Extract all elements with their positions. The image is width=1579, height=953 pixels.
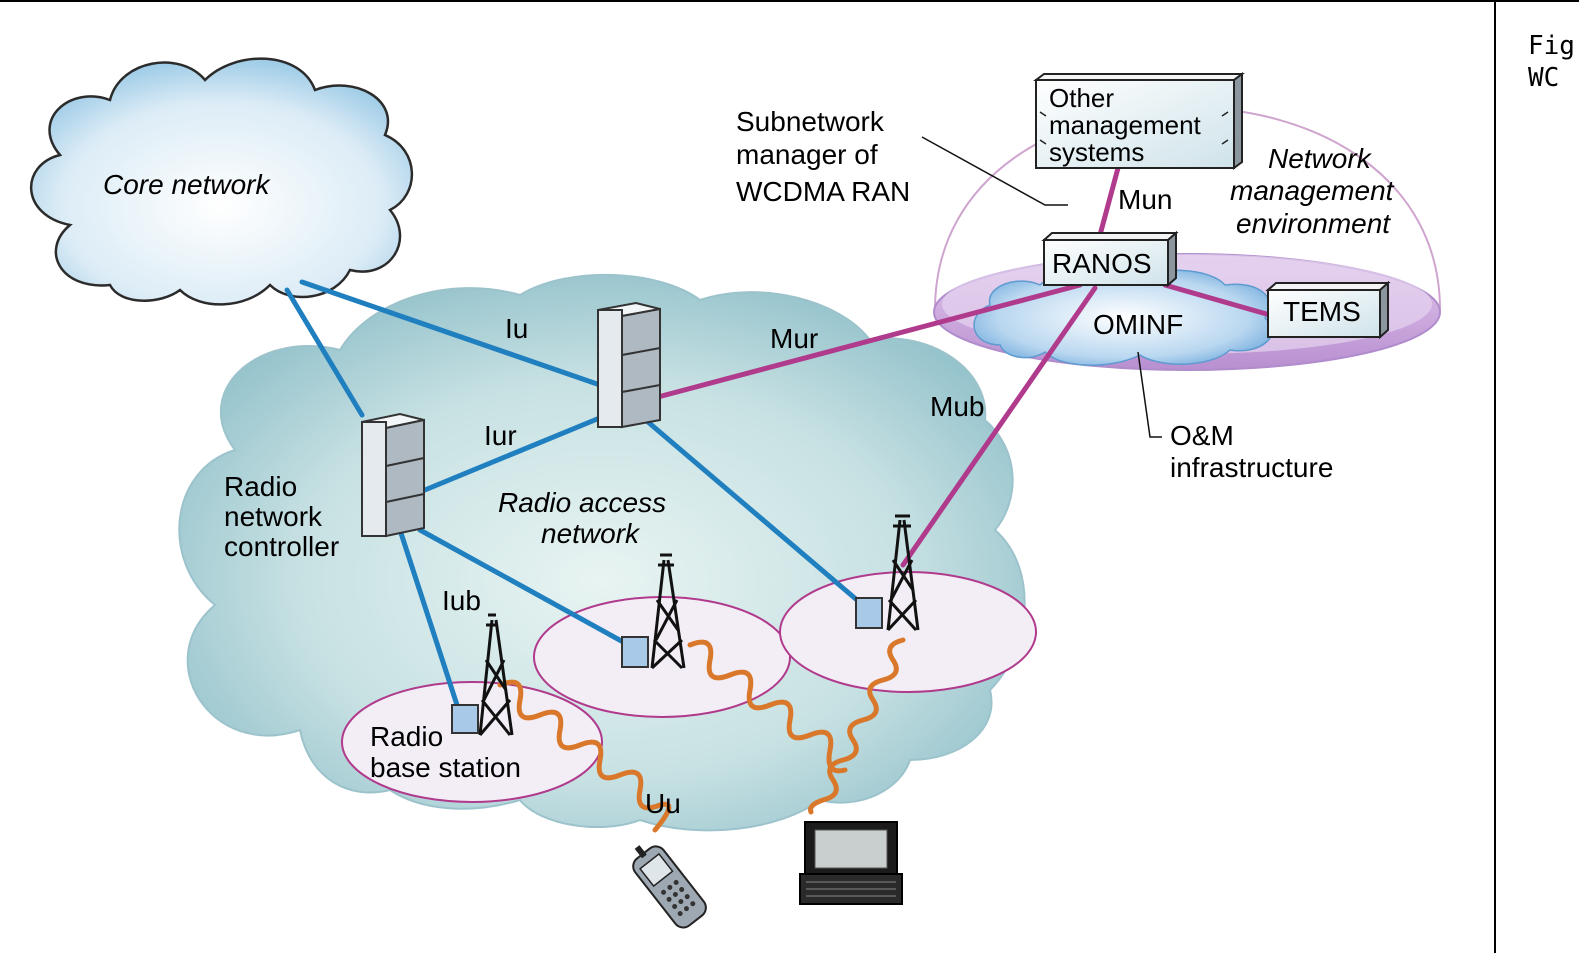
other-management-systems-box bbox=[1033, 72, 1245, 170]
ran-label-line-2: network bbox=[541, 518, 641, 549]
ominf-label: OMINF bbox=[1093, 309, 1183, 340]
iub-link-middle bbox=[417, 527, 628, 646]
other-label-line-2: management bbox=[1049, 110, 1202, 140]
management-links bbox=[655, 165, 1273, 568]
ranos-box bbox=[1041, 230, 1179, 288]
bts-left-icon bbox=[451, 704, 479, 734]
rnc-label-line-2: network bbox=[224, 501, 323, 532]
radio-links bbox=[497, 637, 906, 833]
iu-link-rnc-top bbox=[299, 279, 603, 388]
uu-label: Uu bbox=[645, 788, 681, 819]
ran-label-line-1: Radio access bbox=[498, 487, 666, 518]
ranos-label: RANOS bbox=[1052, 248, 1152, 279]
cell-right bbox=[779, 571, 1037, 693]
laptop-icon bbox=[799, 821, 903, 905]
radio-access-network-cloud bbox=[178, 273, 1026, 832]
iub-label: Iub bbox=[442, 585, 481, 616]
subnetwork-label-line-1: Subnetwork bbox=[736, 106, 885, 137]
rnc-label-line-1: Radio bbox=[224, 471, 297, 502]
om-label-line-2: infrastructure bbox=[1170, 452, 1333, 483]
cell-left bbox=[341, 681, 603, 803]
mub-link bbox=[900, 285, 1098, 568]
iur-link bbox=[417, 414, 605, 495]
core-network-label: Core network bbox=[103, 169, 272, 200]
tower-middle-icon bbox=[650, 553, 686, 670]
caption-line-1: Fig bbox=[1528, 31, 1575, 61]
other-label-line-3: systems bbox=[1049, 137, 1144, 167]
uu-wave-right bbox=[808, 637, 906, 815]
nme-label-line-3: environment bbox=[1236, 208, 1391, 239]
rnc-top-icon bbox=[597, 301, 661, 429]
iub-link-left bbox=[397, 527, 461, 711]
rbs-label-line-2: base station bbox=[370, 752, 521, 783]
iu-link-rnc-left bbox=[284, 287, 365, 418]
figure-caption: Fig WC bbox=[1528, 30, 1579, 94]
caption-line-2: WC bbox=[1528, 63, 1560, 93]
subnetwork-label-line-3: WCDMA RAN bbox=[736, 176, 910, 207]
om-leader bbox=[1137, 351, 1162, 438]
uu-wave-middle bbox=[687, 639, 848, 774]
mub-label: Mub bbox=[930, 391, 984, 422]
rnc-left-icon bbox=[361, 412, 425, 538]
tems-label: TEMS bbox=[1283, 296, 1361, 327]
bts-middle-icon bbox=[621, 636, 649, 668]
subnetwork-label-line-2: manager of bbox=[736, 139, 878, 170]
iub-link-right bbox=[645, 419, 860, 603]
bts-right-icon bbox=[855, 597, 883, 629]
mobile-phone-icon bbox=[632, 845, 707, 929]
rnc-label-line-3: controller bbox=[224, 531, 339, 562]
transport-links bbox=[284, 279, 860, 711]
mur-link bbox=[655, 282, 1083, 400]
mun-link bbox=[1097, 165, 1121, 238]
tower-right-icon bbox=[886, 514, 920, 632]
tower-left-icon bbox=[478, 613, 514, 736]
uu-wave-left bbox=[497, 679, 672, 833]
core-network-cloud bbox=[30, 57, 414, 306]
iu-label: Iu bbox=[505, 313, 528, 344]
mun-label: Mun bbox=[1118, 184, 1172, 215]
tems-box bbox=[1265, 280, 1391, 340]
rbs-label-line-1: Radio bbox=[370, 721, 443, 752]
other-label-line-1: Other bbox=[1049, 83, 1114, 113]
om-label-line-1: O&M bbox=[1170, 420, 1234, 451]
iur-label: Iur bbox=[484, 420, 517, 451]
tems-link bbox=[1162, 282, 1273, 318]
nme-label-line-2: management bbox=[1230, 175, 1395, 206]
mur-label: Mur bbox=[770, 323, 818, 354]
nme-label-line-1: Network bbox=[1268, 143, 1373, 174]
subnetwork-leader bbox=[921, 136, 1068, 206]
